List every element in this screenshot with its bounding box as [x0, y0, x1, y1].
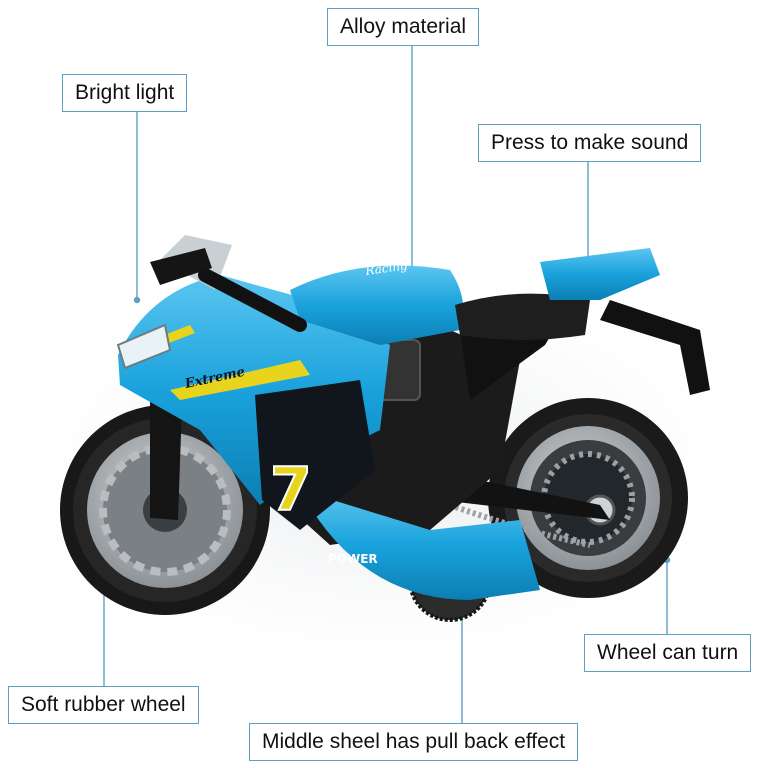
callout-bright-light: Bright light	[62, 74, 188, 112]
headlight	[116, 323, 172, 370]
callout-alloy-material: Alloy material	[327, 8, 480, 46]
side-panel	[255, 380, 375, 530]
callout-middle-wheel-pull-back: Middle sheel has pull back effect	[249, 723, 579, 761]
number-decal: 7	[270, 455, 312, 525]
seat	[455, 293, 590, 340]
motorcycle: Racing Extreme 7 POWER	[60, 235, 710, 622]
belly-pan	[300, 490, 540, 600]
power-badge-decal: POWER	[328, 552, 378, 566]
mirror	[150, 248, 212, 285]
tail-bracket	[600, 300, 710, 395]
frame-strut	[460, 320, 560, 400]
callout-soft-rubber-wheel: Soft rubber wheel	[8, 686, 199, 724]
rear-wheel	[488, 398, 688, 598]
tail-section	[540, 248, 660, 300]
handlebar	[198, 268, 307, 332]
yellow-stripe	[170, 360, 310, 400]
front-fork	[150, 400, 182, 520]
leader-bright-dot	[133, 296, 141, 304]
fuel-tank	[290, 265, 464, 345]
callout-wheel-can-turn: Wheel can turn	[584, 634, 752, 672]
callout-press-to-make-sound: Press to make sound	[478, 124, 702, 162]
tank-script-decal: Racing	[363, 258, 408, 278]
